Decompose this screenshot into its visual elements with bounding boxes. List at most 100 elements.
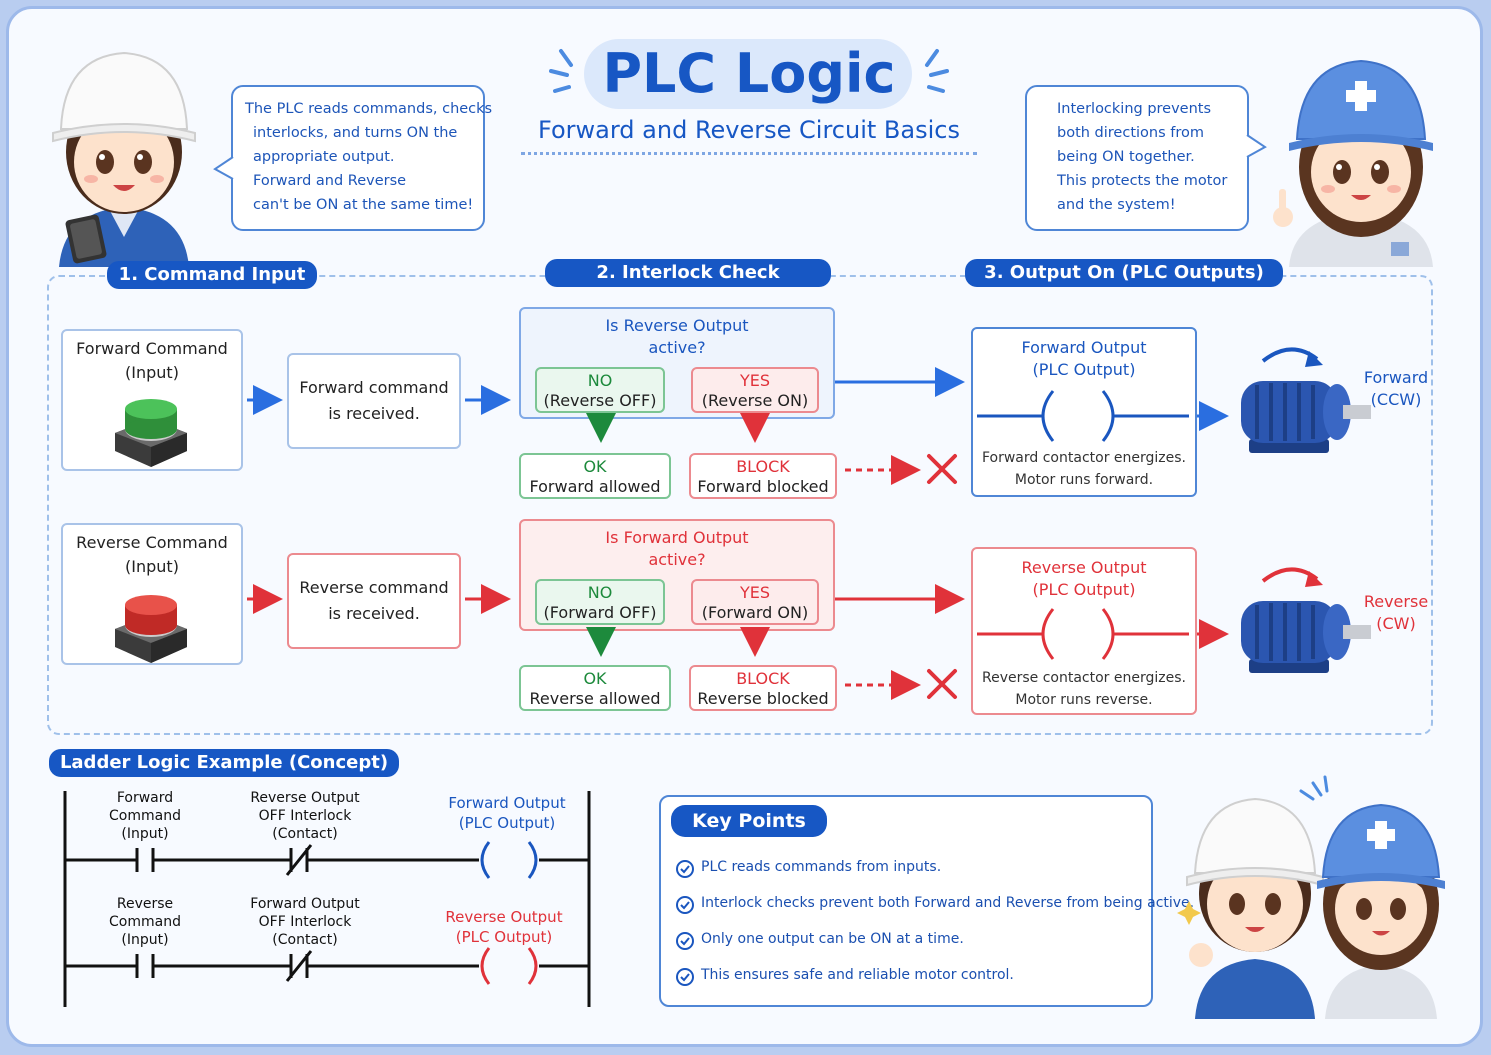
- forward-yes-box: YES (Reverse ON): [691, 367, 819, 413]
- subtitle-divider: [521, 152, 977, 155]
- reverse-ok-box: OK Reverse allowed: [519, 665, 671, 711]
- step2-pill: 2. Interlock Check: [545, 259, 831, 287]
- bubble-left-line: Forward and Reverse: [253, 173, 407, 189]
- reverse-direction-line: (CW): [1376, 614, 1416, 633]
- ladder-label-line: Reverse Output: [445, 908, 563, 926]
- reverse-no-box: NO (Forward OFF): [535, 579, 665, 625]
- ladder-label-line: Forward Output: [250, 896, 360, 912]
- block-detail: Reverse blocked: [697, 689, 829, 708]
- reverse-coil-symbol: [977, 608, 1189, 660]
- speech-bubble-right: Interlocking prevents both directions fr…: [1025, 85, 1249, 231]
- forward-command-label: Forward Command: [76, 339, 228, 358]
- key-point-item: Interlock checks prevent both Forward an…: [701, 895, 1195, 911]
- bubble-left-line: interlocks, and turns ON the: [253, 125, 458, 141]
- bubble-right-line: This protects the motor: [1057, 173, 1228, 189]
- check-circle-icon: [676, 860, 694, 878]
- forward-block-box: BLOCK Forward blocked: [689, 453, 837, 499]
- ok-label: OK: [583, 457, 607, 476]
- bubble-left-line: appropriate output.: [253, 149, 395, 165]
- red-push-button-icon[interactable]: [109, 585, 193, 665]
- ok-label: OK: [583, 669, 607, 688]
- ladder-label-line: Command: [109, 914, 181, 930]
- ladder-title-pill: Ladder Logic Example (Concept): [49, 749, 399, 777]
- forward-no-box: NO (Reverse OFF): [535, 367, 665, 413]
- bubble-left-line: can't be ON at the same time!: [253, 197, 474, 213]
- reverse-output-label: Reverse Output: [1021, 558, 1147, 577]
- block-detail: Forward blocked: [697, 477, 829, 496]
- forward-received-box: Forward command is received.: [287, 353, 461, 449]
- title-sparkles: [549, 49, 949, 93]
- reverse-received-line: is received.: [328, 604, 420, 623]
- no-label: NO: [587, 583, 613, 602]
- reverse-output-desc: Reverse contactor energizes.: [982, 670, 1186, 686]
- title-background: [584, 39, 912, 109]
- reverse-rotation-arrow-icon: [1261, 567, 1323, 587]
- check-circle-icon: [676, 968, 694, 986]
- no-detail: (Forward OFF): [543, 603, 657, 622]
- forward-direction-line: Forward: [1363, 368, 1429, 387]
- x-mark-icon: [927, 669, 957, 699]
- page-frame: PLC Logic Forward and Reverse Circuit Ba…: [6, 6, 1483, 1047]
- no-detail: (Reverse OFF): [543, 391, 657, 410]
- electric-motor-icon: [1241, 381, 1371, 453]
- reverse-block-box: BLOCK Reverse blocked: [689, 665, 837, 711]
- page-title: PLC Logic: [602, 42, 896, 105]
- forward-output-sublabel: (PLC Output): [1032, 360, 1136, 379]
- reverse-received-box: Reverse command is received.: [287, 553, 461, 649]
- reverse-direction-label: Reverse (CW): [1359, 591, 1433, 635]
- bubble-left-tail: [213, 156, 234, 180]
- reverse-yes-box: YES (Forward ON): [691, 579, 819, 625]
- ladder-diagram: [63, 791, 591, 1007]
- reverse-command-label: Reverse Command: [76, 533, 228, 552]
- forward-received-line: Forward command: [299, 378, 449, 397]
- rung2-input-label: Reverse Command (Input): [95, 895, 195, 949]
- rung2-interlock-label: Forward Output OFF Interlock (Contact): [235, 895, 375, 949]
- reverse-output-sublabel: (PLC Output): [1032, 580, 1136, 599]
- reverse-output-desc: Motor runs reverse.: [1015, 692, 1153, 708]
- engineer-male-illustration: [52, 51, 196, 267]
- block-label: BLOCK: [736, 669, 790, 688]
- bubble-right-line: both directions from: [1057, 125, 1205, 141]
- key-point-item: This ensures safe and reliable motor con…: [701, 967, 1014, 983]
- ladder-label-line: (Input): [121, 932, 169, 948]
- forward-command-sublabel: (Input): [125, 363, 179, 382]
- rung1-input-label: Forward Command (Input): [95, 789, 195, 843]
- bubble-right-tail: [1246, 134, 1267, 158]
- key-points-title: Key Points: [671, 805, 827, 837]
- forward-received-line: is received.: [328, 404, 420, 423]
- ladder-label-line: Reverse: [116, 896, 174, 912]
- reverse-question-line: Is Reverse Output: [605, 316, 749, 335]
- ladder-label-line: (Contact): [272, 932, 338, 948]
- ladder-label-line: (PLC Output): [455, 928, 553, 946]
- engineers-pair-illustration: [1177, 775, 1445, 1019]
- reverse-output-box: Reverse Output (PLC Output) Reverse cont…: [971, 547, 1197, 715]
- forward-direction-line: (CCW): [1370, 390, 1422, 409]
- forward-coil-symbol: [977, 390, 1189, 442]
- yes-label: YES: [739, 583, 771, 602]
- ladder-label-line: OFF Interlock: [258, 808, 352, 824]
- forward-question-line: Is Forward Output: [605, 528, 749, 547]
- rung2-coil-label: Reverse Output (PLC Output): [429, 907, 579, 947]
- yes-detail: (Reverse ON): [701, 391, 809, 410]
- forward-output-box: Forward Output (PLC Output) Forward cont…: [971, 327, 1197, 497]
- step1-pill: 1. Command Input: [107, 261, 317, 289]
- key-point-item: PLC reads commands from inputs.: [701, 859, 942, 875]
- page-subtitle: Forward and Reverse Circuit Basics: [538, 116, 960, 144]
- key-point-item: Only one output can be ON at a time.: [701, 931, 964, 947]
- forward-output-desc: Forward contactor energizes.: [981, 450, 1186, 466]
- ok-detail: Forward allowed: [529, 477, 661, 496]
- ladder-reverse-coil: [480, 947, 538, 985]
- forward-rotation-arrow-icon: [1261, 347, 1323, 367]
- reverse-direction-line: Reverse: [1363, 592, 1429, 611]
- ladder-label-line: Command: [109, 808, 181, 824]
- forward-output-label: Forward Output: [1021, 338, 1147, 357]
- block-label: BLOCK: [736, 457, 790, 476]
- bubble-right-line: being ON together.: [1057, 149, 1195, 165]
- rung1-interlock-label: Reverse Output OFF Interlock (Contact): [235, 789, 375, 843]
- green-push-button-icon[interactable]: [109, 389, 193, 469]
- bubble-left-line: The PLC reads commands, checks: [245, 101, 493, 117]
- yes-label: YES: [739, 371, 771, 390]
- ladder-label-line: Forward: [116, 790, 174, 806]
- ladder-forward-coil: [480, 841, 538, 879]
- check-circle-icon: [676, 896, 694, 914]
